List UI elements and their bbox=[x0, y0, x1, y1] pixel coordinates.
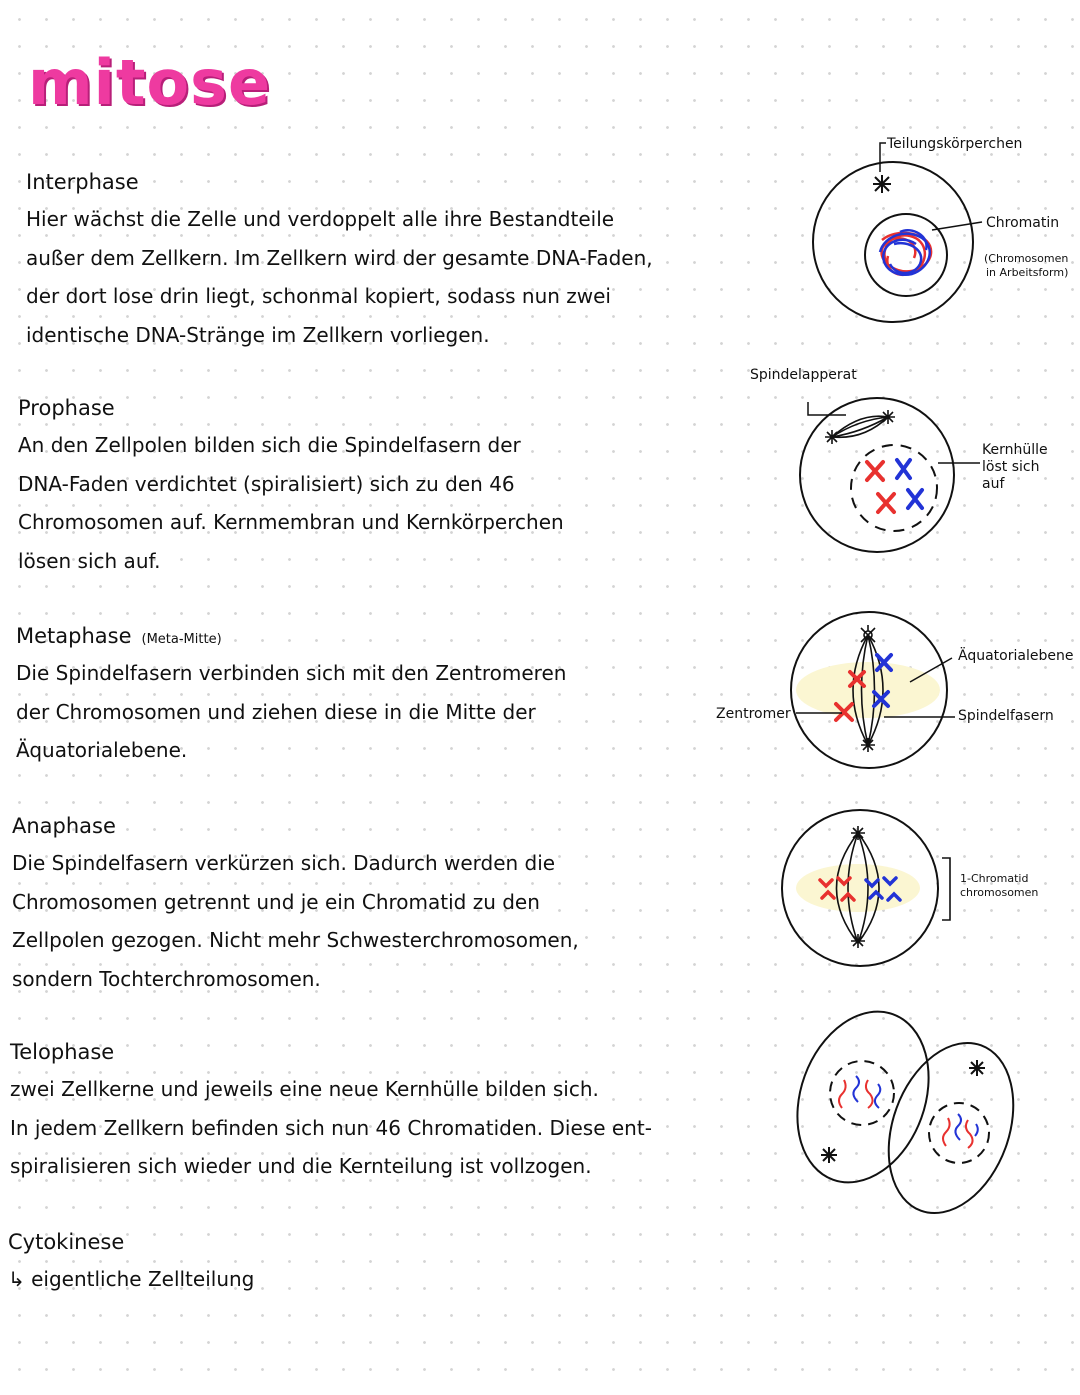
telophase-right-nucleus bbox=[928, 1102, 990, 1164]
metaphase-line: Äquatorialebene. bbox=[16, 738, 188, 762]
label-kernhuelle-2: löst sich bbox=[982, 459, 1039, 475]
anaphase-spindle bbox=[835, 826, 880, 948]
teilungskoerperchen-icon bbox=[873, 175, 891, 193]
telophase-centrioles bbox=[821, 1060, 985, 1163]
chromatid-bracket bbox=[942, 857, 951, 921]
label-chromatid-2: chromosomen bbox=[960, 886, 1038, 899]
anaphase-section: Anaphase Die Spindelfasern verkürzen sic… bbox=[12, 814, 712, 998]
metaphase-diagram bbox=[790, 611, 955, 769]
page-title: mitose bbox=[28, 46, 272, 119]
telophase-left-nucleus bbox=[829, 1060, 895, 1126]
label-kernhuelle-3: auf bbox=[982, 476, 1005, 492]
anaphase-diagram bbox=[781, 809, 951, 967]
metaphase-cell-membrane bbox=[790, 611, 948, 769]
metaphase-title: Metaphase bbox=[16, 624, 132, 648]
metaphase-heading: Metaphase (Meta-Mitte) bbox=[16, 624, 706, 648]
telophase-left-cell bbox=[796, 1010, 930, 1184]
telophase-chromatin bbox=[838, 1075, 979, 1149]
interphase-line: identische DNA-Stränge im Zellkern vorli… bbox=[26, 322, 490, 347]
anaphase-equatorial-plane bbox=[796, 864, 920, 912]
spindelapparat-pointer bbox=[807, 402, 846, 416]
prophase-line: An den Zellpolen bilden sich die Spindel… bbox=[18, 433, 521, 457]
prophase-diagram bbox=[799, 397, 980, 553]
metaphase-line: der Chromosomen und ziehen diese in die … bbox=[16, 699, 536, 724]
interphase-line: außer dem Zellkern. Im Zellkern wird der… bbox=[26, 245, 653, 270]
label-teilungskoerperchen: Teilungskörperchen bbox=[886, 136, 1022, 152]
interphase-heading: Interphase bbox=[26, 170, 139, 194]
label-spindelfasern: Spindelfasern bbox=[958, 708, 1054, 724]
chromatin-tangle bbox=[878, 229, 933, 277]
anaphase-line: Zellpolen gezogen. Nicht mehr Schwesterc… bbox=[12, 928, 579, 952]
anaphase-line: Chromosomen getrennt und je ein Chromati… bbox=[12, 889, 540, 914]
interphase-section: Interphase Hier wächst die Zelle und ver… bbox=[26, 170, 796, 354]
prophase-line: Chromosomen auf. Kernmembran und Kernkör… bbox=[18, 510, 564, 534]
telophase-section: Telophase zwei Zellkerne und jeweils ein… bbox=[10, 1040, 770, 1186]
label-chromatin-note-2: in Arbeitsform) bbox=[986, 266, 1068, 279]
label-chromatid-1: 1-Chromatid bbox=[960, 872, 1028, 885]
anaphase-line: Die Spindelfasern verkürzen sich. Dadurc… bbox=[12, 851, 556, 875]
anaphase-cell-membrane bbox=[781, 809, 939, 967]
anaphase-heading: Anaphase bbox=[12, 814, 116, 838]
prophase-section: Prophase An den Zellpolen bilden sich di… bbox=[18, 396, 718, 580]
cytokinese-section: Cytokinese ↳ eigentliche Zellteilung bbox=[8, 1230, 508, 1299]
metaphase-subheading: (Meta-Mitte) bbox=[141, 632, 222, 647]
interphase-line: der dort lose drin liegt, schonmal kopie… bbox=[26, 284, 611, 308]
telophase-line: In jedem Zellkern befinden sich nun 46 C… bbox=[10, 1115, 652, 1140]
cytokinese-heading: Cytokinese bbox=[8, 1230, 125, 1254]
prophase-line: lösen sich auf. bbox=[18, 548, 161, 573]
equatorial-plane bbox=[796, 662, 940, 718]
interphase-diagram bbox=[812, 142, 983, 323]
interphase-cell-membrane bbox=[812, 161, 974, 323]
aequatorialebene-pointer bbox=[909, 657, 953, 683]
label-chromatin-note-1: (Chromosomen bbox=[984, 252, 1068, 265]
telophase-heading: Telophase bbox=[10, 1040, 115, 1064]
label-kernhuelle-1: Kernhülle bbox=[982, 442, 1048, 458]
prophase-cell-membrane bbox=[799, 397, 955, 553]
label-zentromer: Zentromer bbox=[716, 706, 791, 722]
prophase-nuclear-envelope bbox=[850, 444, 938, 532]
interphase-nucleus bbox=[864, 213, 948, 297]
label-spindelapparat: Spindelapperat bbox=[750, 367, 857, 383]
chromatin-pointer bbox=[931, 221, 983, 231]
spindle-apparatus bbox=[825, 410, 895, 444]
interphase-line: Hier wächst die Zelle und verdoppelt all… bbox=[26, 207, 615, 231]
anaphase-line: sondern Tochterchromosomen. bbox=[12, 966, 321, 991]
prophase-chromosomes bbox=[865, 458, 924, 514]
metaphase-spindle bbox=[852, 625, 884, 752]
metaphase-section: Metaphase (Meta-Mitte) Die Spindelfasern … bbox=[16, 624, 706, 770]
telophase-line: spiralisieren sich wieder und die Kernte… bbox=[10, 1154, 592, 1178]
prophase-line: DNA-Faden verdichtet (spiralisiert) sich… bbox=[18, 471, 515, 496]
label-aequatorialebene: Äquatorialebene bbox=[958, 646, 1073, 664]
telophase-right-cell bbox=[887, 1041, 1015, 1215]
telophase-diagram bbox=[796, 1010, 1015, 1215]
teilungskoerperchen-pointer bbox=[879, 142, 886, 172]
anaphase-chromatids bbox=[818, 876, 902, 902]
prophase-heading: Prophase bbox=[18, 396, 115, 420]
cytokinese-line: ↳ eigentliche Zellteilung bbox=[8, 1267, 255, 1291]
metaphase-line: Die Spindelfasern verbinden sich mit den… bbox=[16, 661, 567, 685]
telophase-line: zwei Zellkerne und jeweils eine neue Ker… bbox=[10, 1077, 599, 1101]
label-chromatin: Chromatin bbox=[986, 215, 1059, 231]
metaphase-chromosomes bbox=[834, 653, 893, 722]
